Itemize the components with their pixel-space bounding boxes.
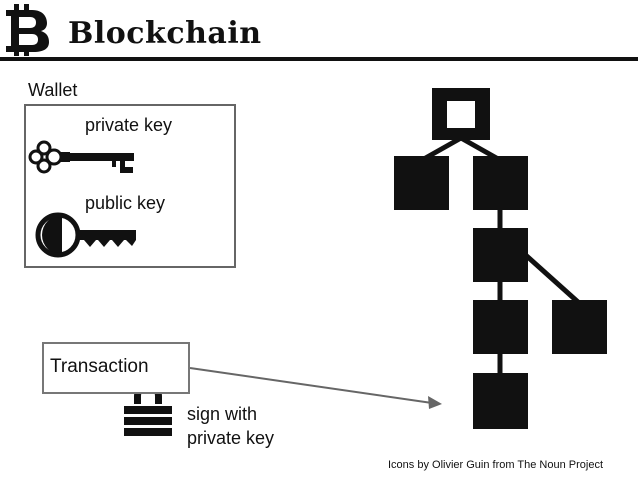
block (473, 300, 528, 354)
block (473, 228, 528, 282)
icon-credit: Icons by Olivier Guin from The Noun Proj… (388, 459, 603, 471)
sign-caption: sign with private key (187, 402, 274, 450)
transaction-arrow (189, 367, 442, 409)
private-key-icon (28, 140, 134, 174)
title-divider (0, 57, 638, 61)
block (394, 156, 449, 210)
bitcoin-icon (6, 4, 49, 56)
wallet-label: Wallet (28, 80, 78, 100)
private-key-label: private key (85, 115, 173, 135)
block (473, 373, 528, 429)
public-key-icon (35, 212, 136, 258)
block (473, 156, 528, 210)
sign-caption-line1: sign with (187, 404, 258, 424)
blockchain-tree (394, 88, 607, 429)
public-key-label: public key (85, 193, 166, 213)
transaction-label: Transaction (50, 356, 149, 377)
page-title: Blockchain (68, 16, 262, 51)
transaction-box (42, 342, 190, 394)
sign-caption-line2: private key (187, 428, 275, 448)
block (552, 300, 607, 354)
wallet-box (24, 104, 236, 268)
